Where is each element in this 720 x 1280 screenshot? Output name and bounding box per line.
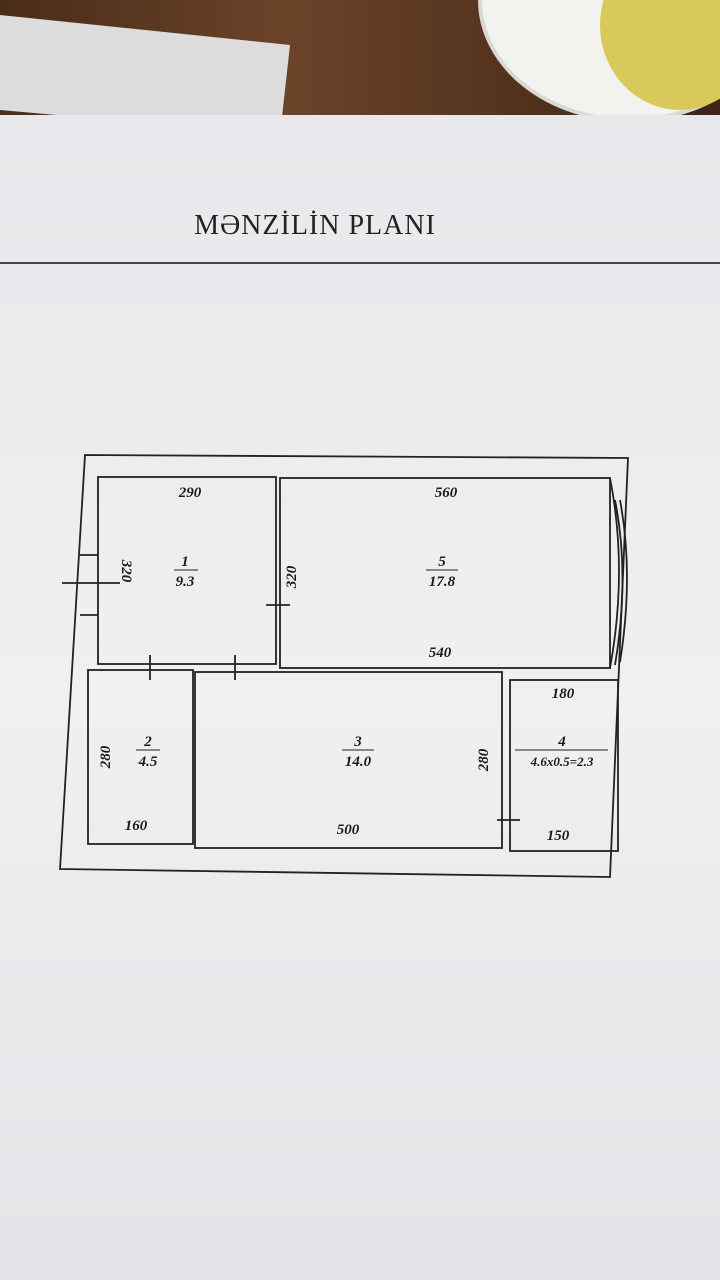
room-1-height: 320 — [118, 559, 134, 583]
paper-sheet — [0, 115, 720, 1280]
outer-wall — [59, 454, 629, 878]
room-3-width: 500 — [337, 822, 360, 838]
room-1-width: 290 — [178, 485, 202, 501]
room-4-area: 4.6x0.5=2.3 — [530, 754, 594, 769]
plate-food — [600, 0, 720, 110]
room-5-width-bottom: 540 — [429, 645, 452, 661]
room-2-number: 2 — [143, 734, 152, 750]
room-1-area: 9.3 — [176, 574, 195, 590]
room-5-width-top: 560 — [435, 485, 458, 501]
entrance-door — [62, 554, 120, 616]
room-1 — [97, 476, 277, 665]
room-2-height: 280 — [98, 745, 114, 769]
table-decor — [0, 0, 720, 135]
room-2 — [87, 669, 194, 845]
room-4 — [509, 679, 619, 852]
plan-title: MƏNZİLİN PLANI — [194, 210, 436, 241]
room-2-area: 4.5 — [138, 754, 158, 770]
room-5-height: 320 — [284, 565, 300, 589]
room-3 — [194, 671, 503, 849]
room-3-height: 280 — [476, 748, 492, 772]
room-5-area: 17.8 — [429, 574, 456, 590]
room-3-area: 14.0 — [345, 754, 372, 770]
room-4-width-bottom: 150 — [547, 828, 570, 844]
room-5 — [279, 477, 611, 669]
room-5-number: 5 — [438, 554, 446, 570]
room-1-number: 1 — [181, 554, 189, 570]
room-4-width-top: 180 — [552, 686, 575, 702]
background-paper — [0, 15, 290, 135]
title-divider — [0, 262, 720, 264]
room-5-window — [609, 477, 628, 669]
room-2-width: 160 — [125, 818, 148, 834]
room-4-number: 4 — [557, 734, 566, 750]
room-3-number: 3 — [353, 734, 362, 750]
